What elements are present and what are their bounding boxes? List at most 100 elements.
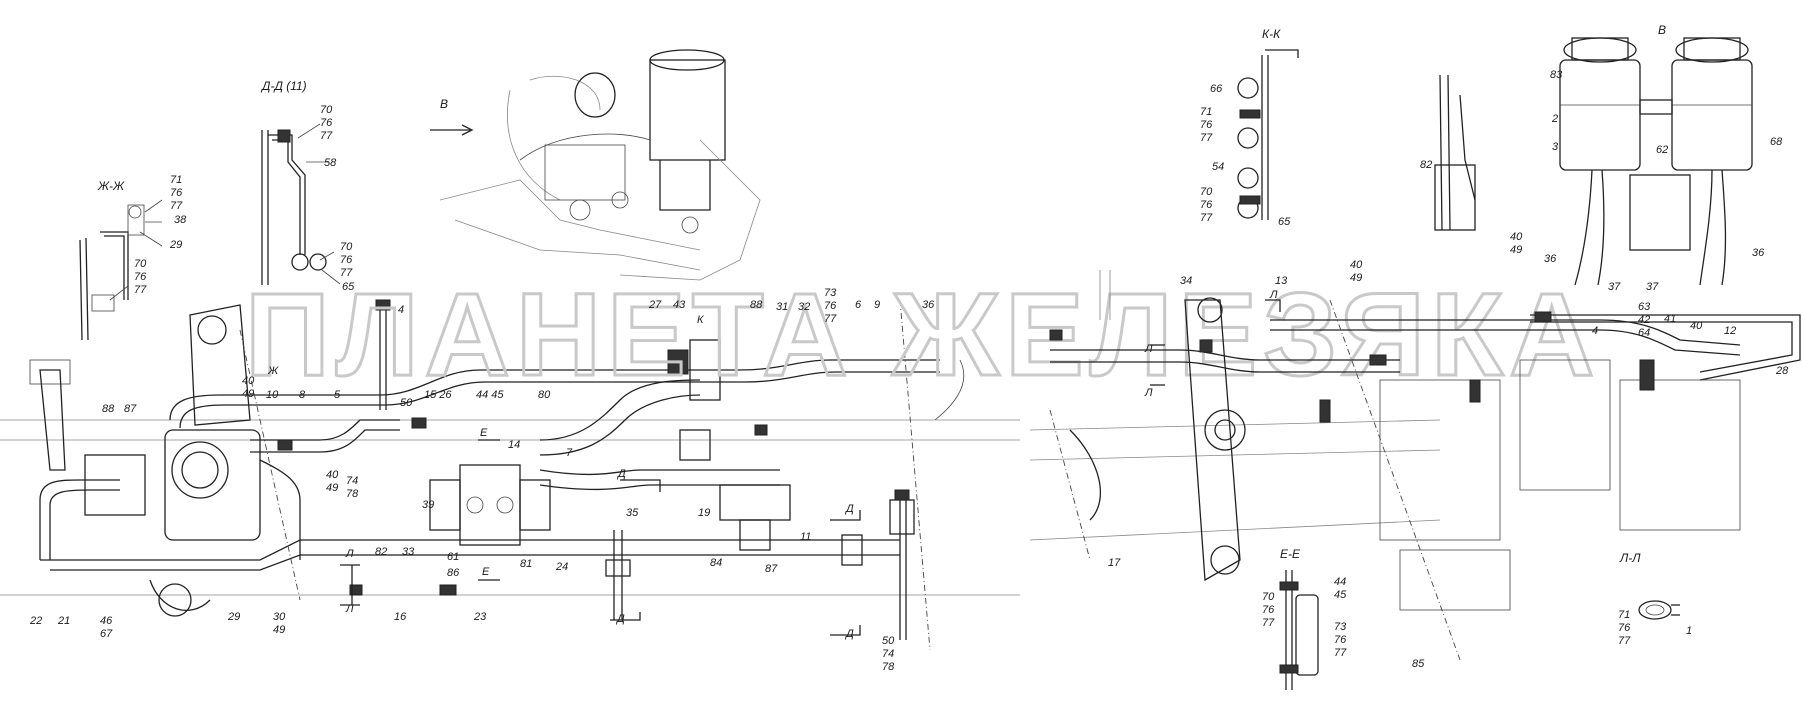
callout-line: 8 (299, 389, 306, 401)
callout-r-17: 17 (1108, 557, 1121, 569)
callout-line: 1 (1686, 625, 1692, 637)
callout-line: 71 (1200, 106, 1212, 118)
callout-line: 36 (1544, 253, 1557, 265)
callout-line: 73 (824, 287, 837, 299)
callout-line: 65 (342, 281, 355, 293)
callout-line: 32 (798, 301, 810, 313)
callout-line: 76 (1200, 119, 1213, 131)
callout-m-35: 35 (626, 507, 639, 519)
callout-line: 78 (882, 661, 895, 673)
callout-line: 43 (673, 299, 686, 311)
callout-line: 83 (1550, 69, 1563, 81)
callout-line: 29 (169, 239, 182, 251)
callout-line: 44 45 (476, 389, 504, 401)
callout-m-61: 61 (447, 551, 459, 563)
callout-line: 65 (1278, 216, 1291, 228)
callout-line: 71 (1618, 609, 1630, 621)
callout-m-36: 36 (922, 299, 935, 311)
engine-pump-view: В (430, 49, 761, 281)
callout-line: 36 (922, 299, 935, 311)
section-title-k: К-К (1262, 27, 1281, 41)
callout-r-41: 41 (1664, 313, 1676, 325)
callout-m-32: 32 (798, 301, 810, 313)
callout-r-40: 40 (1690, 320, 1703, 332)
callout-line: 76 (1262, 604, 1275, 616)
section-title-e: Е-Е (1280, 547, 1301, 561)
callout-line: 77 (824, 313, 837, 325)
callout-line: Ж (267, 365, 279, 377)
callout-line: 76 (340, 254, 353, 266)
callout-m-L2: Л (345, 603, 354, 615)
callout-line: 49 (242, 388, 254, 400)
callout-line: 76 (170, 187, 183, 199)
callout-line: 28 (1775, 365, 1789, 377)
callout-v-82: 82 (1420, 159, 1432, 171)
callout-m-39: 39 (422, 499, 434, 511)
callout-line: Д (616, 468, 626, 480)
section-d-d: Д-Д (11) (260, 79, 341, 285)
callout-v-62: 62 (1656, 144, 1668, 156)
callout-r-28: 28 (1775, 365, 1789, 377)
callout-r-4: 4 (1592, 325, 1598, 337)
callout-m-88b: 88 (102, 403, 115, 415)
callout-line: 81 (520, 558, 532, 570)
callout-v-37a: 37 (1608, 281, 1621, 293)
callout-line: 68 (1770, 136, 1783, 148)
callout-line: 76 (1200, 199, 1213, 211)
callout-m-21: 21 (57, 615, 70, 627)
callout-line: 73 (1334, 621, 1347, 633)
callout-line: 82 (1420, 159, 1432, 171)
section-e-e: Е-Е (1279, 547, 1319, 690)
callout-m-87b: 87 (765, 563, 778, 575)
callout-line: 27 (648, 299, 662, 311)
callout-k-65: 65 (1278, 216, 1291, 228)
callout-line: Д (844, 503, 854, 515)
callout-m-27: 27 (648, 299, 662, 311)
callout-m-D4: Д (844, 628, 854, 640)
callout-line: Л (345, 603, 354, 615)
callout-line: 37 (1608, 281, 1621, 293)
callout-m-23: 23 (473, 611, 487, 623)
view-arrow-label: В (440, 97, 448, 111)
callout-line: 40 (242, 375, 255, 387)
callout-line: К (697, 314, 704, 326)
callout-m-L1: Л (345, 548, 354, 560)
callout-line: 70 (320, 104, 333, 116)
callout-line: 71 (170, 174, 182, 186)
callout-line: 44 (1334, 576, 1346, 588)
callout-line: 40 (1510, 231, 1523, 243)
section-zh-zh: Ж-Ж (79, 179, 163, 341)
callout-line: 78 (346, 488, 359, 500)
callout-line: 77 (340, 267, 353, 279)
callout-line: 40 (326, 469, 339, 481)
callout-line: 66 (1210, 83, 1223, 95)
callout-line: 4 (398, 304, 404, 316)
callout-line: 49 (326, 482, 338, 494)
callout-k-66: 66 (1210, 83, 1223, 95)
callout-line: 85 (1412, 658, 1425, 670)
callout-r-13: 13 (1275, 275, 1288, 287)
callout-line: 70 (134, 258, 147, 270)
callout-line: 10 (266, 389, 279, 401)
callout-line: 76 (320, 117, 333, 129)
section-title-zh: Ж-Ж (97, 179, 125, 193)
watermark-text: ПЛАНЕТА ЖЕЛЕЗЯКА (245, 269, 1600, 401)
callout-line: 77 (1334, 647, 1347, 659)
callout-line: 24 (555, 561, 568, 573)
callout-m-5: 5 (334, 389, 341, 401)
callout-line: 46 (100, 615, 113, 627)
callout-m-4: 4 (398, 304, 404, 316)
callout-line: 58 (324, 157, 337, 169)
callout-line: 76 (1334, 634, 1347, 646)
callout-line: 36 (1752, 247, 1765, 259)
callout-m-11: 11 (800, 531, 811, 543)
callout-line: 67 (100, 628, 113, 640)
callout-line: 11 (800, 531, 811, 543)
